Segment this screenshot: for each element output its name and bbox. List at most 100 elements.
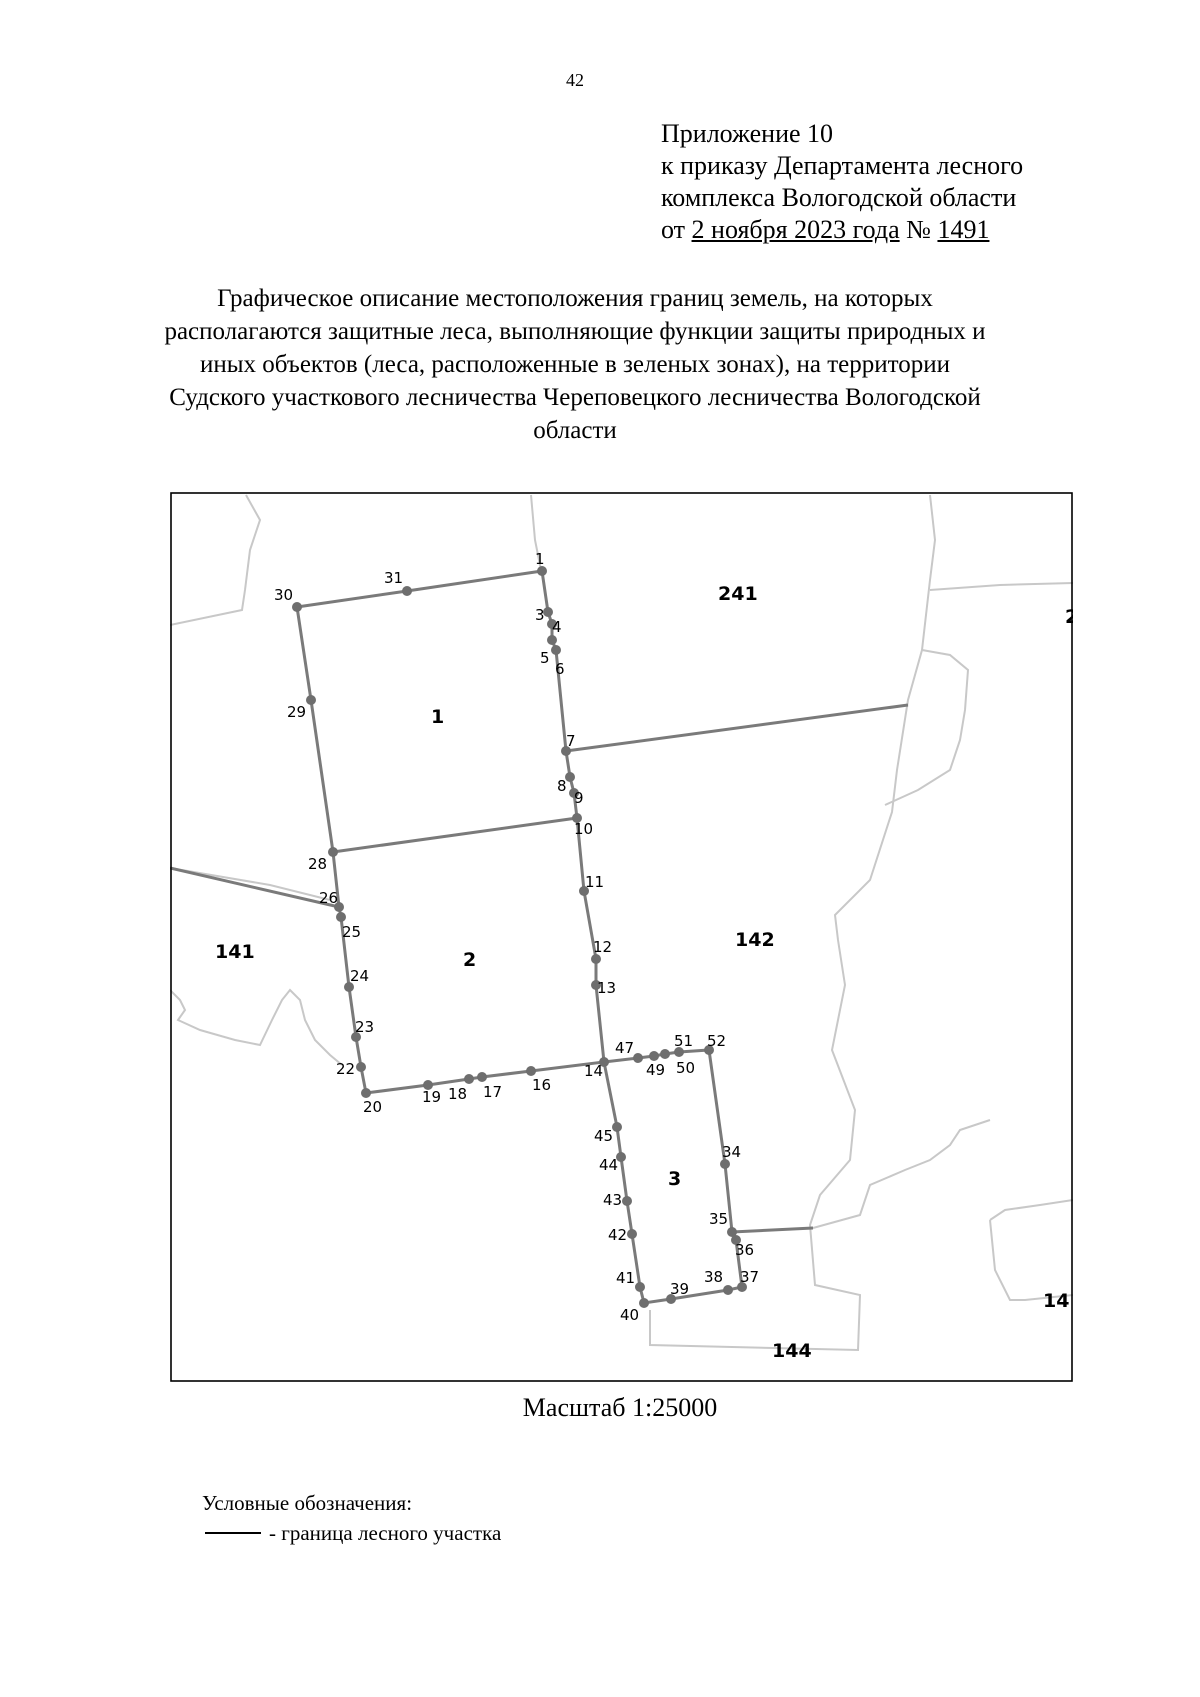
plot-boundaries xyxy=(170,569,909,1305)
title-line-1: Графическое описание местоположения гран… xyxy=(217,285,933,312)
point-label-1: 1 xyxy=(535,550,545,568)
point-label-11: 11 xyxy=(585,873,604,891)
point-label-5: 5 xyxy=(540,649,550,667)
plot-label-1: 1 xyxy=(431,706,444,728)
order-date: 2 ноября 2023 года xyxy=(691,215,900,244)
point-label-23: 23 xyxy=(355,1018,374,1036)
point-label-41: 41 xyxy=(616,1269,635,1287)
boundary-point-51 xyxy=(674,1047,684,1057)
point-label-19: 19 xyxy=(422,1088,441,1106)
legend-item-label: - граница лесного участка xyxy=(269,1521,502,1545)
plot-boundary-segment-4 xyxy=(565,703,909,753)
boundary-point-44 xyxy=(616,1152,626,1162)
plot-boundary-segment-6 xyxy=(731,1226,814,1234)
boundary-point-12 xyxy=(591,954,601,964)
boundary-point-7 xyxy=(561,746,571,756)
map-canvas: 1345678910111213141617181920222324252628… xyxy=(170,492,1073,1382)
boundary-point-8 xyxy=(565,772,575,782)
point-label-16: 16 xyxy=(532,1076,551,1094)
boundary-point-38 xyxy=(723,1285,733,1295)
point-label-45: 45 xyxy=(594,1127,613,1145)
boundary-point-22 xyxy=(356,1062,366,1072)
appendix-line-3: комплекса Вологодской области xyxy=(661,183,1017,212)
boundary-point-3 xyxy=(543,607,553,617)
boundary-point-24 xyxy=(344,982,354,992)
point-label-44: 44 xyxy=(599,1156,618,1174)
point-label-8: 8 xyxy=(557,777,567,795)
point-label-18: 18 xyxy=(448,1085,467,1103)
boundary-point-31 xyxy=(402,586,412,596)
point-label-25: 25 xyxy=(342,923,361,941)
map-border xyxy=(170,492,1073,1382)
point-label-4: 4 xyxy=(552,618,562,636)
quarter-label-2-partial: 2 xyxy=(1065,606,1073,628)
boundary-point-18 xyxy=(464,1074,474,1084)
boundary-point-43 xyxy=(622,1196,632,1206)
point-label-10: 10 xyxy=(574,820,593,838)
legend: Условные обозначения: - граница лесного … xyxy=(202,1488,501,1548)
quarter-boundaries xyxy=(170,494,1073,1352)
point-label-12: 12 xyxy=(593,938,612,956)
boundary-points xyxy=(292,566,747,1308)
point-label-39: 39 xyxy=(670,1280,689,1298)
boundary-point-6 xyxy=(551,645,561,655)
point-label-30: 30 xyxy=(274,586,293,604)
point-label-34: 34 xyxy=(722,1143,741,1161)
point-labels: 1345678910111213141617181920222324252628… xyxy=(274,550,759,1324)
boundary-point-23 xyxy=(351,1032,361,1042)
title-line-3: иных объектов (леса, расположенные в зел… xyxy=(200,351,950,378)
point-label-24: 24 xyxy=(350,967,369,985)
quarter-label-141: 141 xyxy=(215,941,255,963)
point-label-13: 13 xyxy=(597,979,616,997)
title-line-5: области xyxy=(533,417,617,444)
boundary-point-49 xyxy=(649,1051,659,1061)
number-sign: № xyxy=(899,215,938,244)
appendix-line-1: Приложение 10 xyxy=(661,119,834,148)
point-label-47: 47 xyxy=(615,1039,634,1057)
page-number: 42 xyxy=(566,70,584,90)
boundary-point-10 xyxy=(572,813,582,823)
point-label-43: 43 xyxy=(603,1191,622,1209)
boundary-point-28 xyxy=(328,847,338,857)
title-line-4: Судского участкового лесничества Черепов… xyxy=(169,384,981,411)
date-prefix: от xyxy=(661,215,692,244)
point-label-49: 49 xyxy=(646,1061,665,1079)
boundary-point-17 xyxy=(477,1072,487,1082)
boundary-line-icon xyxy=(205,1532,261,1534)
boundary-point-37 xyxy=(737,1282,747,1292)
boundary-point-47 xyxy=(633,1053,643,1063)
boundary-point-11 xyxy=(579,886,589,896)
plot-labels: 1 2 3 xyxy=(431,706,681,1190)
boundary-point-41 xyxy=(635,1282,645,1292)
quarter-label-241: 241 xyxy=(718,583,758,605)
boundary-point-40 xyxy=(639,1298,649,1308)
boundary-point-39 xyxy=(666,1294,676,1304)
point-label-35: 35 xyxy=(709,1210,728,1228)
point-label-22: 22 xyxy=(336,1060,355,1078)
boundary-point-35 xyxy=(727,1227,737,1237)
boundary-point-36 xyxy=(731,1235,741,1245)
plot-boundary-segment-2 xyxy=(332,816,578,854)
point-label-29: 29 xyxy=(287,703,306,721)
point-label-20: 20 xyxy=(363,1098,382,1116)
map-scale: Масштаб 1:25000 xyxy=(522,1393,718,1422)
quarter-label-144: 144 xyxy=(772,1340,812,1362)
boundary-point-16 xyxy=(526,1066,536,1076)
plot-boundary-segment-1 xyxy=(295,569,606,1095)
boundary-point-30 xyxy=(292,602,302,612)
plot-label-3: 3 xyxy=(668,1168,681,1190)
boundary-point-4 xyxy=(547,619,557,629)
appendix-line-4: от 2 ноября 2023 года № 1491 xyxy=(661,214,1023,246)
point-label-14: 14 xyxy=(584,1062,603,1080)
point-label-38: 38 xyxy=(704,1268,723,1286)
point-label-31: 31 xyxy=(384,569,403,587)
point-label-17: 17 xyxy=(483,1083,502,1101)
boundary-point-20 xyxy=(361,1088,371,1098)
boundary-point-50 xyxy=(660,1049,670,1059)
appendix-header: Приложение 10 к приказу Департамента лес… xyxy=(661,118,1023,246)
quarter-label-142: 142 xyxy=(735,929,775,951)
document-title: Графическое описание местоположения гран… xyxy=(80,282,1070,447)
boundary-point-13 xyxy=(591,980,601,990)
point-label-6: 6 xyxy=(555,660,565,678)
